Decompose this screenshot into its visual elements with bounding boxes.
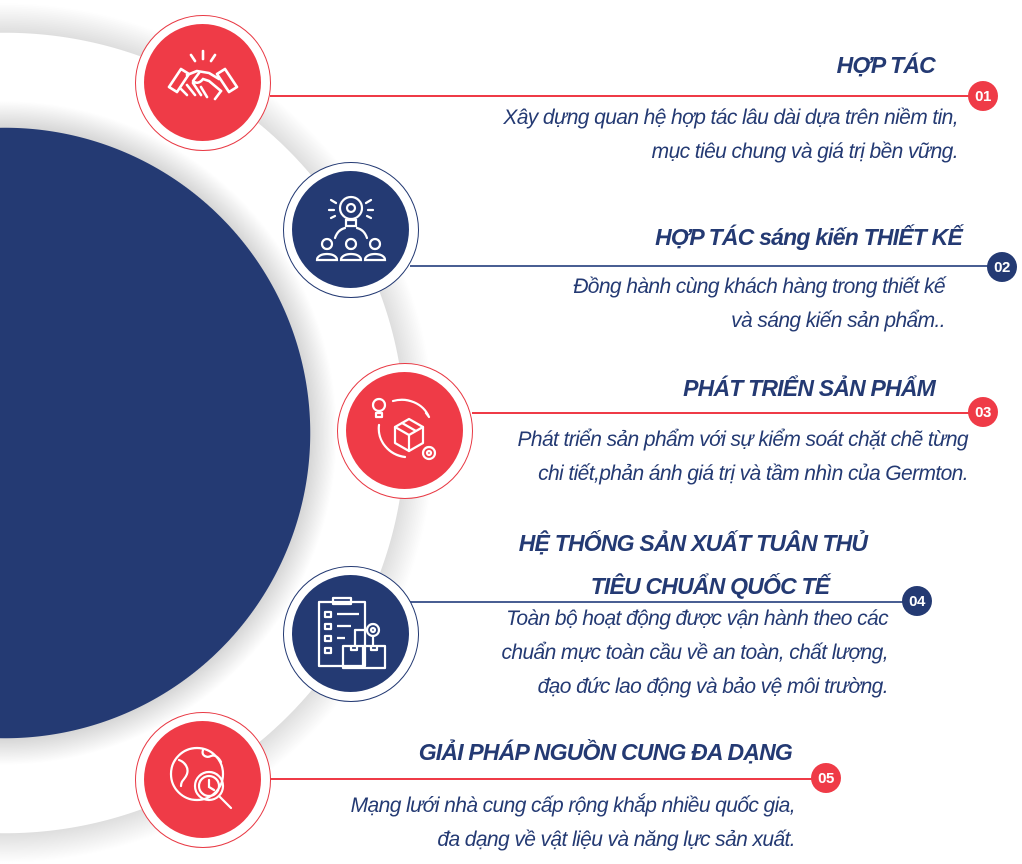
- title-line: HỆ THỐNG SẢN XUẤT TUÂN THỦ: [518, 530, 868, 556]
- desc-line: đạo đức lao động và bảo vệ môi trường.: [537, 675, 889, 698]
- step-number: 04: [909, 592, 925, 610]
- step-badge-3: 03: [968, 397, 998, 427]
- step-desc-1: Xây dựng quan hệ hợp tác lâu dài dựa trê…: [503, 101, 958, 169]
- product-development-icon: [337, 363, 473, 499]
- title-line: TIÊU CHUẨN QUỐC TẾ: [590, 573, 830, 599]
- step-number: 02: [994, 258, 1010, 276]
- connector-line-2: [410, 265, 990, 267]
- desc-line: mục tiêu chung và giá trị bền vững.: [651, 140, 959, 163]
- step-title-1: HỢP TÁC: [836, 52, 936, 78]
- desc-line: chuẩn mực toàn cầu về an toàn, chất lượn…: [501, 641, 888, 664]
- step-desc-4: Toàn bộ hoạt động được vận hành theo các…: [501, 602, 888, 704]
- step-badge-4: 04: [902, 586, 932, 616]
- connector-line-4: [410, 601, 905, 603]
- step-title-2: HỢP TÁC sáng kiến THIẾT KẾ: [655, 224, 963, 250]
- desc-line: Phát triển sản phẩm với sự kiểm soát chặ…: [517, 428, 968, 451]
- desc-line: chi tiết,phản ánh giá trị và tầm nhìn củ…: [538, 462, 969, 485]
- step-title-4: HỆ THỐNG SẢN XUẤT TUÂN THỦ TIÊU CHUẨN QUỐ…: [493, 522, 893, 608]
- desc-line: Toàn bộ hoạt động được vận hành theo các: [506, 607, 888, 630]
- step-title-5: GIẢI PHÁP NGUỒN CUNG ĐA DẠNG: [418, 739, 793, 765]
- desc-line: đa dạng về vật liệu và năng lực sản xuất…: [437, 828, 795, 851]
- step-number: 03: [975, 403, 991, 421]
- step-desc-5: Mạng lưới nhà cung cấp rộng khắp nhiều q…: [350, 789, 796, 857]
- handshake-icon: [135, 15, 271, 151]
- step-desc-3: Phát triển sản phẩm với sự kiểm soát chặ…: [517, 423, 968, 491]
- step-desc-2: Đồng hành cùng khách hàng trong thiết kế…: [573, 270, 945, 338]
- desc-line: Xây dựng quan hệ hợp tác lâu dài dựa trê…: [503, 106, 958, 129]
- checklist-boxes-icon: [283, 566, 419, 702]
- desc-line: Đồng hành cùng khách hàng trong thiết kế: [573, 275, 945, 298]
- connector-line-3: [472, 412, 972, 414]
- idea-team-icon: [283, 162, 419, 298]
- step-title-3: PHÁT TRIỂN SẢN PHẨM: [683, 375, 936, 401]
- global-search-icon: [135, 712, 271, 848]
- step-badge-5: 05: [811, 763, 841, 793]
- step-badge-2: 02: [987, 252, 1017, 282]
- step-number: 05: [818, 769, 834, 787]
- connector-line-5: [270, 778, 812, 780]
- step-badge-1: 01: [968, 81, 998, 111]
- step-number: 01: [975, 87, 991, 105]
- desc-line: và sáng kiến sản phẩm..: [731, 309, 945, 332]
- desc-line: Mạng lưới nhà cung cấp rộng khắp nhiều q…: [350, 794, 796, 817]
- connector-line-1: [270, 95, 970, 97]
